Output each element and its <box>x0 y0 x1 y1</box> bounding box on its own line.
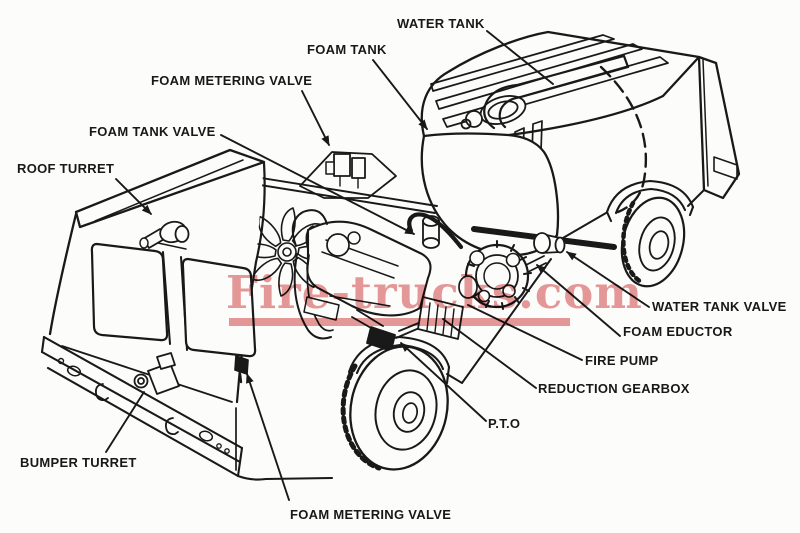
label-pto: P.T.O <box>488 416 521 431</box>
label-fire-pump: FIRE PUMP <box>585 353 659 368</box>
rear-tire-tread <box>621 200 644 285</box>
frame-edge <box>446 258 552 384</box>
leader-foam-metering-valve-top <box>301 90 330 146</box>
water-tank-valve-part <box>533 232 566 254</box>
label-foam-tank: FOAM TANK <box>307 42 387 57</box>
rear-step <box>713 156 738 180</box>
label-foam-eductor: FOAM EDUCTOR <box>623 324 733 339</box>
bumper <box>40 335 334 481</box>
leader-reduction-gearbox <box>442 318 537 389</box>
fire-pump-part <box>407 212 547 310</box>
cab <box>40 148 334 481</box>
watermark: Fire-trucks.com <box>226 266 643 319</box>
leader-roof-turret <box>115 178 152 215</box>
foam-metering-valve-bottom-part <box>234 355 249 384</box>
front-wheel <box>340 345 449 471</box>
roof-turret-part <box>139 220 190 250</box>
foam-tank-part <box>420 132 560 257</box>
leader-lines <box>105 30 650 501</box>
foam-metering-valve-top-part <box>299 151 397 199</box>
label-bumper-turret: BUMPER TURRET <box>20 455 137 470</box>
rear-wheel <box>620 196 686 288</box>
tank-manhole <box>460 95 527 130</box>
watermark-underline <box>229 318 570 326</box>
rear-fender <box>605 179 695 223</box>
label-foam-tank-valve: FOAM TANK VALVE <box>89 124 216 139</box>
leader-foam-tank-valve <box>220 134 415 235</box>
label-roof-turret: ROOF TURRET <box>17 161 115 176</box>
label-foam-metering-valve-top: FOAM METERING VALVE <box>151 73 313 88</box>
engine-block <box>206 209 432 347</box>
front-fender <box>347 335 451 385</box>
leader-water-tank <box>486 30 554 85</box>
front-tire-tread <box>340 363 382 471</box>
leader-foam-metering-valve-bottom <box>246 373 290 501</box>
leader-fire-pump <box>467 304 583 361</box>
leader-bumper-turret <box>105 391 145 453</box>
label-water-tank: WATER TANK <box>397 16 485 31</box>
label-water-tank-valve: WATER TANK VALVE <box>652 299 787 314</box>
windshield-left <box>90 242 169 342</box>
bumper-turret-part <box>133 352 180 395</box>
suction-hose <box>407 212 464 250</box>
leader-foam-tank <box>372 59 428 130</box>
tank-top-hose <box>483 54 630 130</box>
label-reduction-gearbox: REDUCTION GEARBOX <box>538 381 690 396</box>
label-foam-metering-valve-bottom: FOAM METERING VALVE <box>290 507 452 522</box>
windshield-right <box>181 257 257 358</box>
leader-foam-eductor <box>536 264 621 337</box>
leader-water-tank-valve <box>566 251 650 308</box>
leader-pto <box>400 342 487 422</box>
